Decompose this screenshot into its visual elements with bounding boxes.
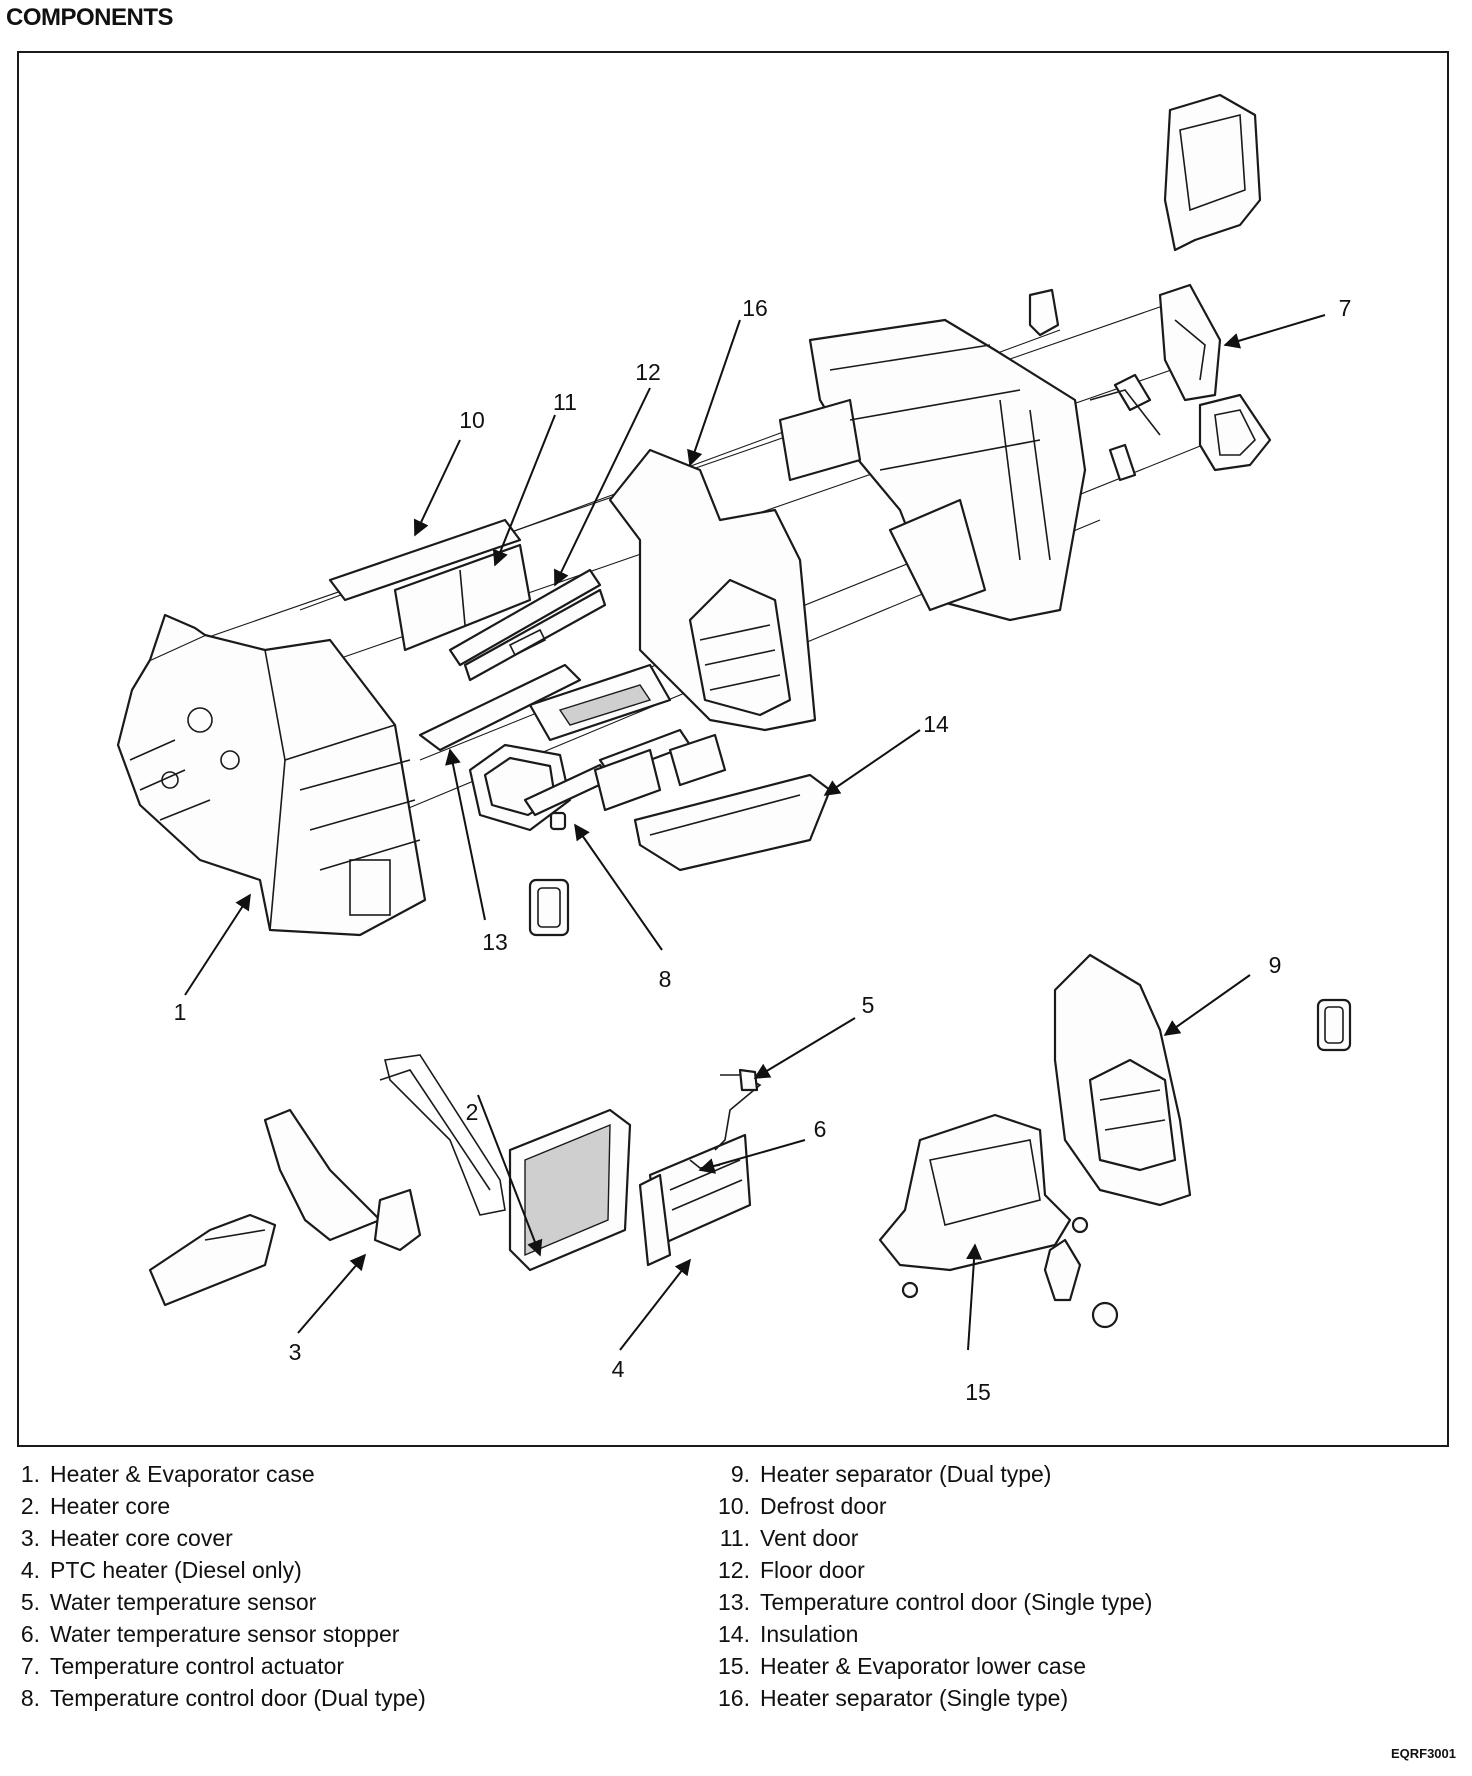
callout-12: 12 (635, 359, 661, 385)
legend-number: 7. (20, 1653, 40, 1679)
ptc-heater (638, 1133, 752, 1267)
legend-number: 15. (718, 1653, 750, 1679)
diagram-frame (17, 51, 1449, 1447)
temperature-control-door-dual (468, 663, 727, 832)
legend-item: 15. Heater & Evaporator lower case (710, 1650, 1152, 1682)
legend-item: 1. Heater & Evaporator case (10, 1458, 426, 1490)
legend-number: 9. (730, 1461, 750, 1487)
legend-item: 13. Temperature control door (Single type… (710, 1586, 1152, 1618)
defrost-door (328, 518, 532, 652)
legend-label: Heater & Evaporator lower case (760, 1653, 1086, 1679)
legend-number: 2. (20, 1493, 40, 1519)
callout-9: 9 (1269, 952, 1282, 978)
legend-number: 6. (20, 1621, 40, 1647)
legend-number: 10. (718, 1493, 750, 1519)
legend-label: PTC heater (Diesel only) (50, 1557, 302, 1583)
legend-item: 14. Insulation (710, 1618, 1152, 1650)
legend-number: 4. (20, 1557, 40, 1583)
legend-number: 14. (718, 1621, 750, 1647)
heater-evaporator-case (116, 613, 427, 937)
legend-item: 8. Temperature control door (Dual type) (10, 1682, 426, 1714)
legend-item: 3. Heater core cover (10, 1522, 426, 1554)
legend-label: Temperature control door (Dual type) (50, 1685, 426, 1711)
legend-item: 16. Heater separator (Single type) (710, 1682, 1152, 1714)
callout-leaders (184, 314, 1326, 1351)
legend-label: Heater & Evaporator case (50, 1461, 315, 1487)
legend-label: Heater separator (Dual type) (760, 1461, 1052, 1487)
legend-item: 12. Floor door (710, 1554, 1152, 1586)
legend-item: 5. Water temperature sensor (10, 1586, 426, 1618)
legend-number: 3. (20, 1525, 40, 1551)
callout-8: 8 (659, 966, 672, 992)
legend-label: Defrost door (760, 1493, 887, 1519)
legend-label: Floor door (760, 1557, 865, 1583)
heater-evaporator-lower-case (878, 1113, 1119, 1329)
page-heading: COMPONENTS (6, 4, 174, 31)
temperature-control-actuator (1028, 283, 1272, 482)
heater-core-cover (148, 1108, 422, 1307)
callout-16: 16 (742, 295, 768, 321)
callout-13: 13 (482, 929, 508, 955)
figure-code: EQRF3001 (1390, 1746, 1456, 1761)
callout-3: 3 (289, 1339, 302, 1365)
vent-duct (1163, 93, 1262, 252)
legend-number: 8. (20, 1685, 40, 1711)
insulation (633, 773, 832, 872)
legend-number: 16. (718, 1685, 750, 1711)
callout-10: 10 (459, 407, 485, 433)
legend-label: Vent door (760, 1525, 859, 1551)
callout-5: 5 (862, 992, 875, 1018)
callout-15: 15 (965, 1379, 991, 1405)
floor-door (448, 568, 607, 682)
legend-item: 2. Heater core (10, 1490, 426, 1522)
legend-label: Temperature control door (Single type) (760, 1589, 1153, 1615)
legend-number: 13. (718, 1589, 750, 1615)
legend-label: Water temperature sensor (50, 1589, 317, 1615)
callout-numbers: 1 2 3 4 5 6 7 8 9 10 11 12 13 14 15 16 (174, 295, 1352, 1405)
legend-label: Insulation (760, 1621, 859, 1647)
callout-7: 7 (1339, 295, 1352, 321)
callout-14: 14 (923, 711, 949, 737)
legend-label: Water temperature sensor stopper (50, 1621, 400, 1647)
heater-separator-single (608, 448, 817, 732)
heater-core (379, 1054, 632, 1272)
callout-6: 6 (814, 1116, 827, 1142)
temperature-control-door-single (418, 663, 582, 752)
legend-label: Heater core cover (50, 1525, 233, 1551)
legend-item: 9. Heater separator (Dual type) (710, 1458, 1152, 1490)
legend-label: Temperature control actuator (50, 1653, 345, 1679)
heater-separator-dual (1053, 953, 1192, 1207)
callout-4: 4 (612, 1356, 625, 1382)
legend-item: 6. Water temperature sensor stopper (10, 1618, 426, 1650)
legend-number: 12. (718, 1557, 750, 1583)
legend-left-column: 1. Heater & Evaporator case 2. Heater core… (10, 1458, 426, 1714)
legend-number: 5. (20, 1589, 40, 1615)
legend-number: 11. (719, 1525, 750, 1551)
callout-2: 2 (466, 1099, 479, 1125)
legend-item: 4. PTC heater (Diesel only) (10, 1554, 426, 1586)
seal-gaskets (528, 878, 1352, 1052)
legend-item: 7. Temperature control actuator (10, 1650, 426, 1682)
legend-item: 11. Vent door (710, 1522, 1152, 1554)
legend-item: 10. Defrost door (710, 1490, 1152, 1522)
legend-right-column: 9. Heater separator (Dual type) 10. Defros… (710, 1458, 1152, 1714)
legend-label: Heater core (50, 1493, 171, 1519)
upper-case-half (778, 318, 1087, 622)
legend-number: 1. (20, 1461, 40, 1487)
callout-1: 1 (174, 999, 187, 1025)
callout-11: 11 (553, 389, 577, 415)
legend-label: Heater separator (Single type) (760, 1685, 1069, 1711)
